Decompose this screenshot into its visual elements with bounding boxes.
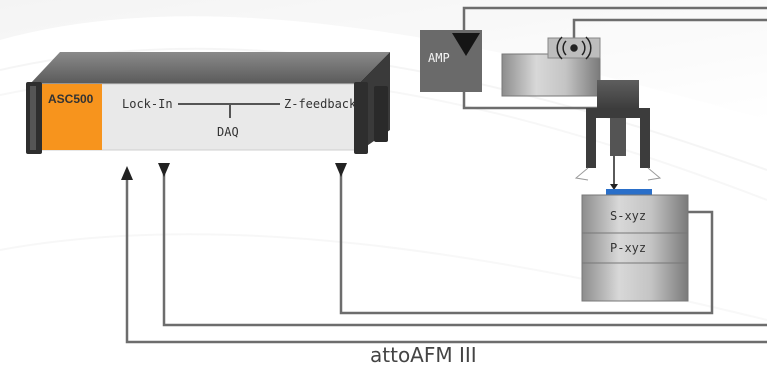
wire-lockin-output xyxy=(125,172,767,344)
wire-sensor-top xyxy=(572,18,767,40)
positioner-label: P-xyz xyxy=(610,241,646,255)
scanner-label: S-xyz xyxy=(610,209,646,223)
lockin-label: Lock-In xyxy=(122,97,173,111)
signal-wires xyxy=(125,6,767,344)
asc500-controller: ASC500 Lock-In Z-feedback DAQ xyxy=(26,52,390,154)
rack-handle-right xyxy=(354,82,368,154)
radio-signal-icon xyxy=(556,36,592,60)
sample xyxy=(606,189,652,195)
scanner-stage xyxy=(581,194,689,234)
daq-label: DAQ xyxy=(217,125,239,139)
brand-panel xyxy=(40,84,102,150)
holder-tube xyxy=(501,53,601,97)
microscope: AMP S-xyz P-xyz xyxy=(420,30,689,302)
arrow-up-lockin xyxy=(121,166,133,180)
chassis-top xyxy=(30,52,390,84)
base-stage xyxy=(581,262,689,302)
wire-arrowheads xyxy=(121,163,347,180)
wire-amp-top xyxy=(462,6,767,30)
positioner-stage xyxy=(581,232,689,264)
afm-head xyxy=(597,80,639,110)
figure-title: attoAFM III xyxy=(370,343,477,367)
brand-label: ASC500 xyxy=(48,92,94,106)
wire-lockin-input xyxy=(162,174,767,327)
arrow-down-zfeedback xyxy=(335,163,347,177)
amplifier-triangle-icon xyxy=(452,33,480,56)
amp-label: AMP xyxy=(428,51,450,65)
wire-amp-bottom xyxy=(462,92,620,110)
zfeedback-label: Z-feedback xyxy=(284,97,357,111)
arrow-down-lockin xyxy=(158,163,170,177)
wire-zfeedback-output xyxy=(339,172,714,315)
